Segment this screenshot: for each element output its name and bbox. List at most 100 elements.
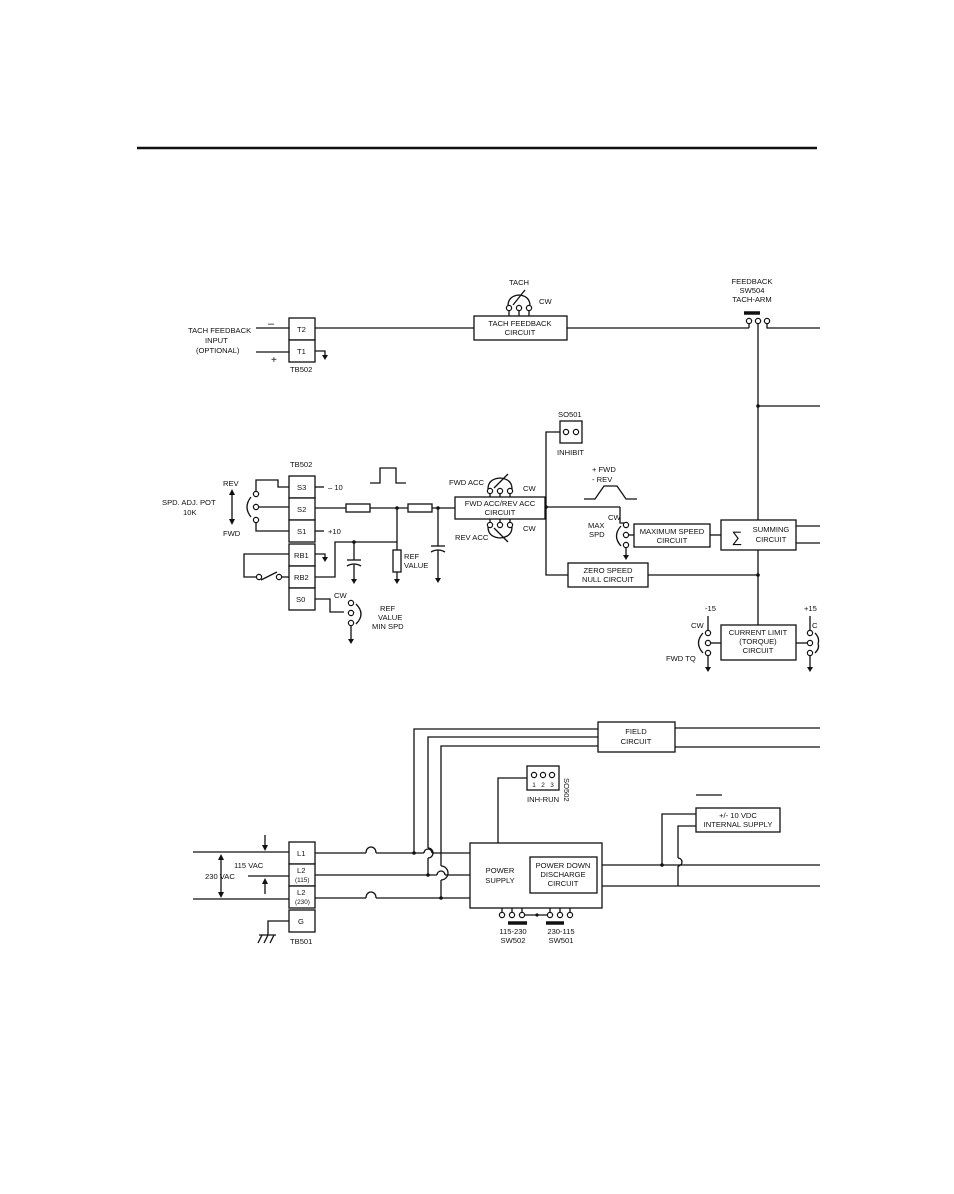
s2-label: S2 [297, 505, 306, 514]
resistor-icon [345, 503, 371, 513]
tb501-label: TB501 [290, 937, 312, 946]
sw502-label-1: 115-230 [499, 927, 526, 936]
zero-speed-section: ZERO SPEED NULL CIRCUIT [567, 562, 758, 588]
l1-label: L1 [297, 849, 305, 858]
min-spd-label-1: REF [380, 604, 396, 613]
pin2-label: 2 [541, 782, 545, 789]
max-spd-label-1: MAX [588, 521, 604, 530]
field-label-1: FIELD [625, 727, 647, 736]
l2-115-label: L2 [297, 866, 305, 875]
rev-torque-pot-icon [796, 616, 820, 672]
plus15-label: +15 [804, 604, 817, 613]
resistor-icon [407, 503, 433, 513]
power-down-discharge-box [529, 856, 598, 894]
fwd-tq-cw: CW [691, 621, 704, 630]
tach-circuit-label-2: CIRCUIT [505, 328, 536, 337]
line-input-section: 230 VAC 115 VAC L1 L2 (115) L2 (230) G T… [193, 835, 470, 946]
internal-supply-section: +/- 10 VDC INTERNAL SUPPLY [661, 794, 781, 886]
fwd-acc-label: FWD ACC [449, 478, 485, 487]
discharge-label-2: DISCHARGE [540, 870, 585, 879]
common-arrow-icon [322, 355, 328, 360]
rb1-label: RB1 [294, 551, 309, 560]
fwd-torque-pot-icon [697, 616, 721, 672]
fuse-icon [365, 891, 377, 899]
tach-arm-label: TACH-ARM [732, 295, 772, 304]
fwd-label: FWD [223, 529, 241, 538]
terminal-l2-230 [288, 885, 316, 909]
current-limit-label-3: CIRCUIT [743, 646, 774, 655]
fwd-note: + FWD [592, 465, 616, 474]
rb2-label: RB2 [294, 573, 309, 582]
s3-label: S3 [297, 483, 306, 492]
rev-label: REV [223, 479, 240, 488]
inh-run-label: INH-RUN [527, 795, 559, 804]
min-speed-pot-icon [347, 599, 362, 644]
terminal-t1-label: T1 [297, 347, 306, 356]
minus15-label: -15 [705, 604, 716, 613]
inh-run-so502: 1 2 3 INH-RUN SO502 [497, 765, 571, 843]
max-speed-box-label-1: MAXIMUM SPEED [640, 527, 705, 536]
zero-speed-label-2: NULL CIRCUIT [582, 575, 634, 584]
l2-115-sub: (115) [295, 877, 309, 884]
g-label: G [298, 917, 304, 926]
sw501-label-2: SW501 [549, 936, 574, 945]
230vac-label: 230 VAC [205, 872, 235, 881]
tb502-label-top: TB502 [290, 365, 312, 374]
common-arrow-icon [322, 557, 328, 562]
max-speed-pot-icon [615, 507, 634, 560]
power-supply-label-1: POWER [486, 866, 515, 875]
minus10-label: – 10 [328, 483, 343, 492]
ref-value-label-1: REF [404, 552, 420, 561]
plus10-label: +10 [328, 527, 341, 536]
pin3-label: 3 [550, 782, 554, 789]
tach-pot-label: TACH [509, 278, 529, 287]
zero-speed-null-box [567, 562, 649, 588]
field-section: FIELD CIRCUIT [413, 721, 820, 866]
feedback-label: FEEDBACK [732, 277, 773, 286]
sw502-label-2: SW502 [501, 936, 526, 945]
fwd-acc-pot-icon [486, 473, 514, 497]
spd-adj-pot-label: SPD. ADJ. POT [162, 498, 216, 507]
discharge-label-1: POWER DOWN [536, 861, 591, 870]
power-supply-section: POWER SUPPLY POWER DOWN DISCHARGE CIRCUI… [469, 842, 820, 945]
pin1-label: 1 [532, 782, 536, 789]
rev-note: - REV [592, 475, 613, 484]
so502-label: SO502 [562, 778, 571, 802]
inhibit-so501: SO501 INHIBIT [544, 410, 584, 576]
pot-10k-label: 10K [183, 508, 197, 517]
max-speed-box-label-2: CIRCUIT [657, 536, 688, 545]
speed-pot-icon [229, 479, 289, 532]
tach-pot-cw: CW [539, 297, 552, 306]
rev-tq-cw-cut: C [812, 621, 818, 630]
speed-input-section: TB502 S3 S2 S1 RB1 RB2 S0 – 10 +10 SPD. … [162, 460, 455, 644]
l2-230-label: L2 [297, 888, 305, 897]
summing-label-1: SUMMING [753, 525, 790, 534]
current-limit-section: -15 +15 CW C FWD TQ CURRENT LIMIT (TORQU… [666, 604, 820, 672]
min-spd-label-2: VALUE [378, 613, 402, 622]
summing-circuit-box [720, 519, 797, 551]
min-spd-cw: CW [334, 591, 347, 600]
sigma-symbol: ∑ [732, 529, 743, 546]
current-limit-label-1: CURRENT LIMIT [729, 628, 788, 637]
ref-value-pot-icon [392, 549, 402, 573]
115vac-label: 115 VAC [234, 861, 264, 870]
tach-circuit-label-1: TACH FEEDBACK [488, 319, 551, 328]
rev-acc-label: REV ACC [455, 533, 489, 542]
rev-acc-pot-icon [486, 519, 514, 543]
power-supply-label-2: SUPPLY [485, 876, 514, 885]
ref-value-label-2: VALUE [404, 561, 428, 570]
tach-input-label-2: INPUT [205, 336, 228, 345]
terminal-t2-label: T2 [297, 325, 306, 334]
tach-minus-sign: – [268, 318, 275, 330]
feedback-switch-sw504: FEEDBACK SW504 TACH-ARM [732, 277, 820, 637]
max-speed-section: CW MAX SPD MAXIMUM SPEED CIRCUIT [588, 507, 721, 560]
tach-pot-icon [505, 289, 533, 316]
step-waveform-icon [370, 467, 406, 484]
ramp-waveform-icon [584, 485, 637, 500]
summing-label-2: CIRCUIT [756, 535, 787, 544]
internal-supply-label-2: INTERNAL SUPPLY [704, 820, 773, 829]
accel-box-label-2: CIRCUIT [485, 508, 516, 517]
max-spd-label-2: SPD [589, 530, 605, 539]
